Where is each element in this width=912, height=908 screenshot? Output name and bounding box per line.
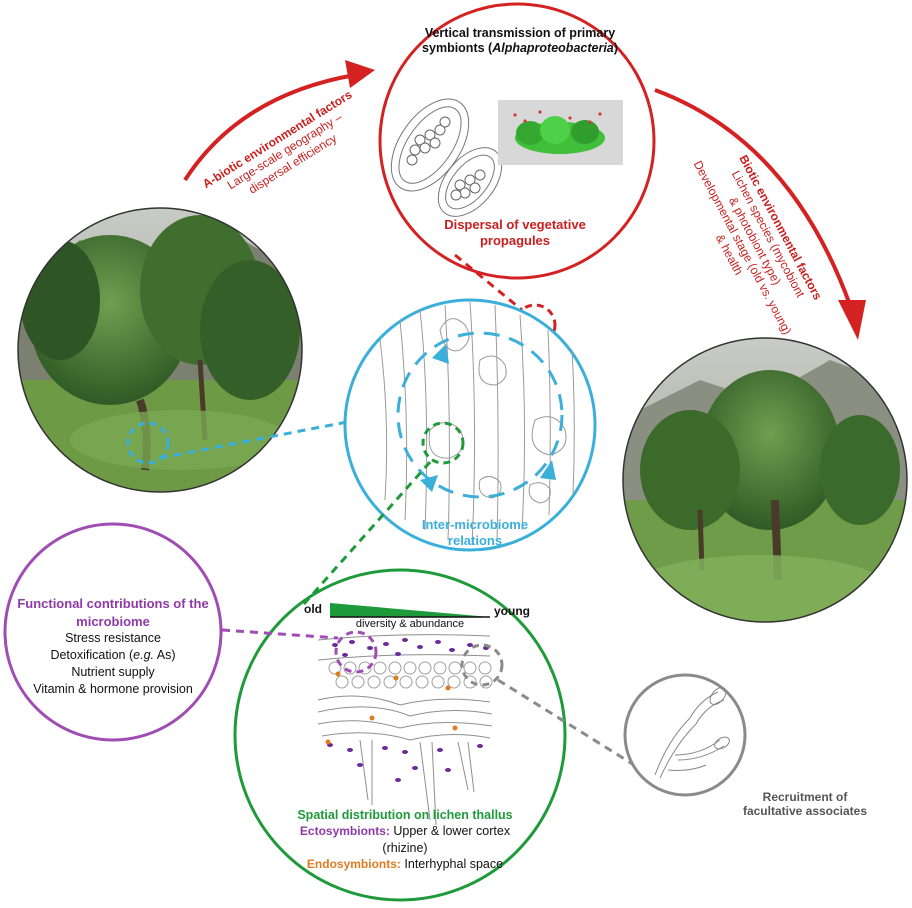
hyphae-sketch: [654, 686, 730, 779]
recruitment-label: Recruitment of facultative associates: [730, 790, 880, 819]
ecto-text2: (rhizine): [382, 840, 428, 855]
propagule-sketch: [390, 98, 503, 217]
dispersal-label: Dispersal of vegetative propagules: [425, 217, 605, 248]
biotic-arrowhead: [838, 300, 866, 340]
left-landscape-photo: [18, 208, 302, 492]
recruitment-line1: Recruitment of: [762, 790, 848, 804]
right-landscape-photo: [623, 338, 907, 622]
inter-line1: Inter-microbiome: [421, 517, 529, 532]
micrograph-image: [498, 100, 623, 165]
ecto-line: Ectosymbionts: Upper & lower cortex: [270, 823, 540, 840]
top-title-line1: Vertical transmission of primary: [424, 26, 616, 40]
red-connector-line: [454, 253, 523, 312]
purple-connector-line: [221, 628, 339, 640]
cycle-arrowhead-top: [432, 344, 449, 364]
top-title-line2-italic: Alphaproteobacteria: [492, 41, 614, 55]
functional-item-3: Nutrient supply: [71, 664, 155, 679]
dispersal-line2: propagules: [479, 232, 551, 248]
left-photo-marker-circle: [126, 421, 170, 465]
blue-cycle-path: [396, 331, 564, 499]
endo-line: Endosymbionts: Interhyphal space: [270, 856, 540, 873]
recruitment-line2: facultative associates: [742, 804, 868, 819]
top-title-line2-prefix: symbionts (: [422, 41, 493, 55]
spatial-label: Spatial distribution on lichen thallus E…: [270, 807, 540, 873]
inter-microbiome-label: Inter-microbiome relations: [395, 517, 555, 548]
bark-sketch: [379, 301, 575, 546]
endosymbiont-dots: [325, 671, 458, 745]
cycle-arrowhead-left: [420, 475, 438, 492]
top-title-line2-suffix: ): [613, 41, 618, 55]
grey-connector-line: [497, 678, 656, 780]
functional-label: Functional contributions of the microbio…: [10, 595, 216, 698]
functional-title-line2: microbiome: [76, 613, 150, 629]
gradient-young-label: young: [494, 604, 530, 618]
grey-marker-circle: [460, 643, 504, 687]
abiotic-arrowhead: [345, 60, 375, 88]
gradient-old-label: old: [304, 602, 322, 616]
purple-marker-circle: [334, 630, 378, 674]
ecto-text: Upper & lower cortex: [389, 824, 511, 839]
gradient-wedge: [330, 603, 490, 617]
functional-item-2: Detoxification (e.g. As): [50, 647, 176, 662]
inter-line2: relations: [447, 532, 503, 548]
functional-item-1: Stress resistance: [65, 631, 161, 646]
abiotic-arrow: [183, 73, 356, 182]
blue-connector-line: [159, 420, 348, 460]
spatial-title: Spatial distribution on lichen thallus: [297, 808, 513, 822]
functional-item-4: Vitamin & hormone provision: [33, 681, 193, 696]
ecto-label: Ectosymbionts:: [299, 824, 390, 839]
ectosymbiont-dots: [327, 638, 489, 782]
biotic-arrow: [654, 88, 852, 306]
functional-title-line1: Functional contributions of the: [17, 596, 209, 611]
green-connector-line: [301, 461, 432, 606]
endo-label: Endosymbionts:: [306, 857, 401, 872]
dispersal-line1: Dispersal of vegetative: [444, 217, 586, 232]
endo-text: Interhyphal space: [400, 857, 504, 872]
gradient-caption: diversity & abundance: [355, 618, 465, 630]
top-title: Vertical transmission of primary symbion…: [405, 26, 635, 56]
green-marker-circle: [421, 421, 465, 465]
functional-contributions-circle: [3, 522, 223, 742]
cycle-arrowhead-right: [540, 460, 556, 480]
spatial-distribution-circle: [233, 568, 567, 902]
inter-microbiome-circle: [343, 298, 597, 552]
thallus-sketch: [317, 634, 493, 826]
recruitment-circle: [623, 673, 747, 797]
